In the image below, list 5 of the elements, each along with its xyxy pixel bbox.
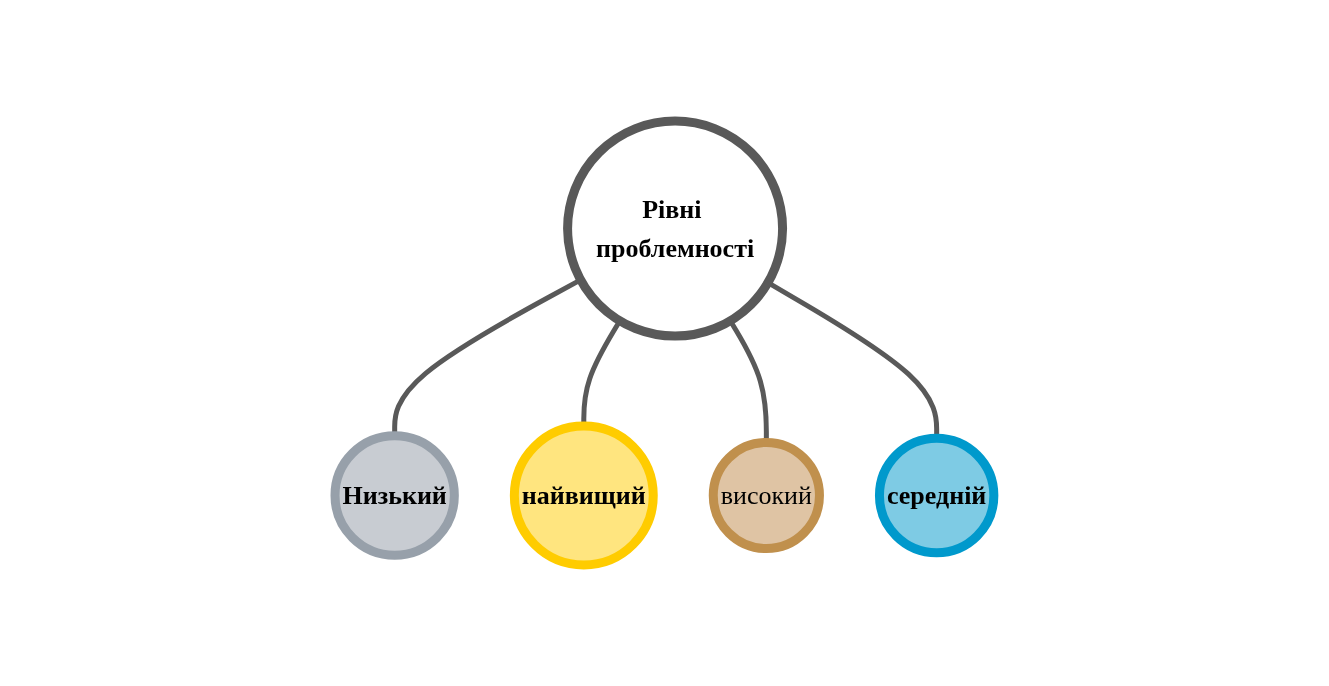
node-circle: найвищий bbox=[509, 421, 658, 570]
node-circle: Рівні проблемності bbox=[563, 116, 788, 341]
node-circle: середній bbox=[875, 433, 999, 558]
node-circle: високий bbox=[708, 437, 824, 554]
node-circle: Низький bbox=[330, 431, 459, 560]
